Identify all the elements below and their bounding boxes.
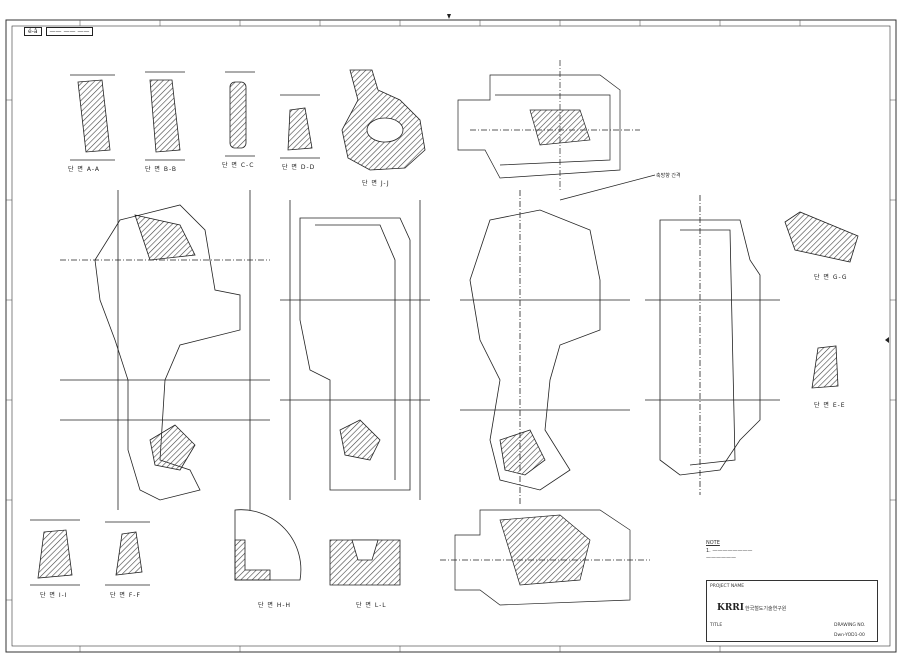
label-section-b-b: 단 면 B-B: [145, 166, 178, 173]
section-d-d: [280, 94, 320, 159]
sheet-tag: é-â—— —— ——: [24, 27, 94, 36]
label-section-h-h: 단 면 H-H: [258, 602, 292, 609]
note-line: 1. ————————: [706, 548, 753, 554]
section-a-a: [70, 74, 115, 161]
title-block: KRRI 한국철도기술연구원 PROJECT NAME TITLE DRAWIN…: [706, 580, 878, 642]
callout-text: 축방향 간격: [656, 173, 681, 179]
center-mark-top: [447, 14, 451, 19]
label-section-l-l: 단 면 L-L: [356, 602, 387, 609]
drawing-number: Dwn-YOD1-00: [834, 633, 865, 638]
label-section-e-e: 단 면 E-E: [814, 402, 846, 409]
sheet-description: —— —— ——: [45, 27, 94, 36]
section-h-h: [234, 509, 302, 581]
label-section-d-d: 단 면 D-D: [282, 164, 316, 171]
outer-border: [5, 19, 897, 653]
label-section-i-i: 단 면 I-I: [40, 592, 68, 599]
center-mark-right: [885, 337, 889, 343]
section-f-f: [105, 521, 150, 586]
label-section-f-f: 단 면 F-F: [110, 592, 141, 599]
label-section-c-c: 단 면 C-C: [222, 162, 255, 169]
front-view-left: [60, 190, 270, 510]
notes: NOTE 1. ———————— ——————: [706, 540, 876, 562]
front-view-center: [280, 200, 430, 500]
label-section-j-j: 단 면 J-J: [362, 180, 390, 187]
section-e-e: [811, 345, 839, 389]
label-section-g-g: 단 면 G-G: [814, 274, 848, 281]
title-label: TITLE: [710, 623, 723, 628]
bottom-plan-view: [440, 509, 650, 606]
logo: KRRI: [717, 603, 744, 613]
top-plan-view: [457, 60, 640, 190]
section-g-g: [784, 211, 859, 263]
section-b-b: [145, 71, 185, 161]
note-title: NOTE: [706, 540, 720, 546]
section-l-l: [329, 539, 401, 586]
border-ticks: [6, 20, 896, 652]
label-section-a-a: 단 면 A-A: [68, 166, 100, 173]
front-view-right: [460, 174, 656, 505]
project-label: PROJECT NAME: [710, 584, 745, 589]
organization-name: 한국철도기술연구원: [745, 606, 787, 612]
drawing-no-label: DRAWING NO.: [834, 623, 866, 628]
section-j-j: [341, 69, 426, 171]
note-line: ——————: [706, 555, 736, 561]
side-view: [645, 195, 780, 495]
inner-border: [11, 25, 891, 647]
section-c-c: [225, 71, 255, 157]
sheet-id: é-â: [24, 27, 42, 36]
section-i-i: [30, 519, 80, 586]
